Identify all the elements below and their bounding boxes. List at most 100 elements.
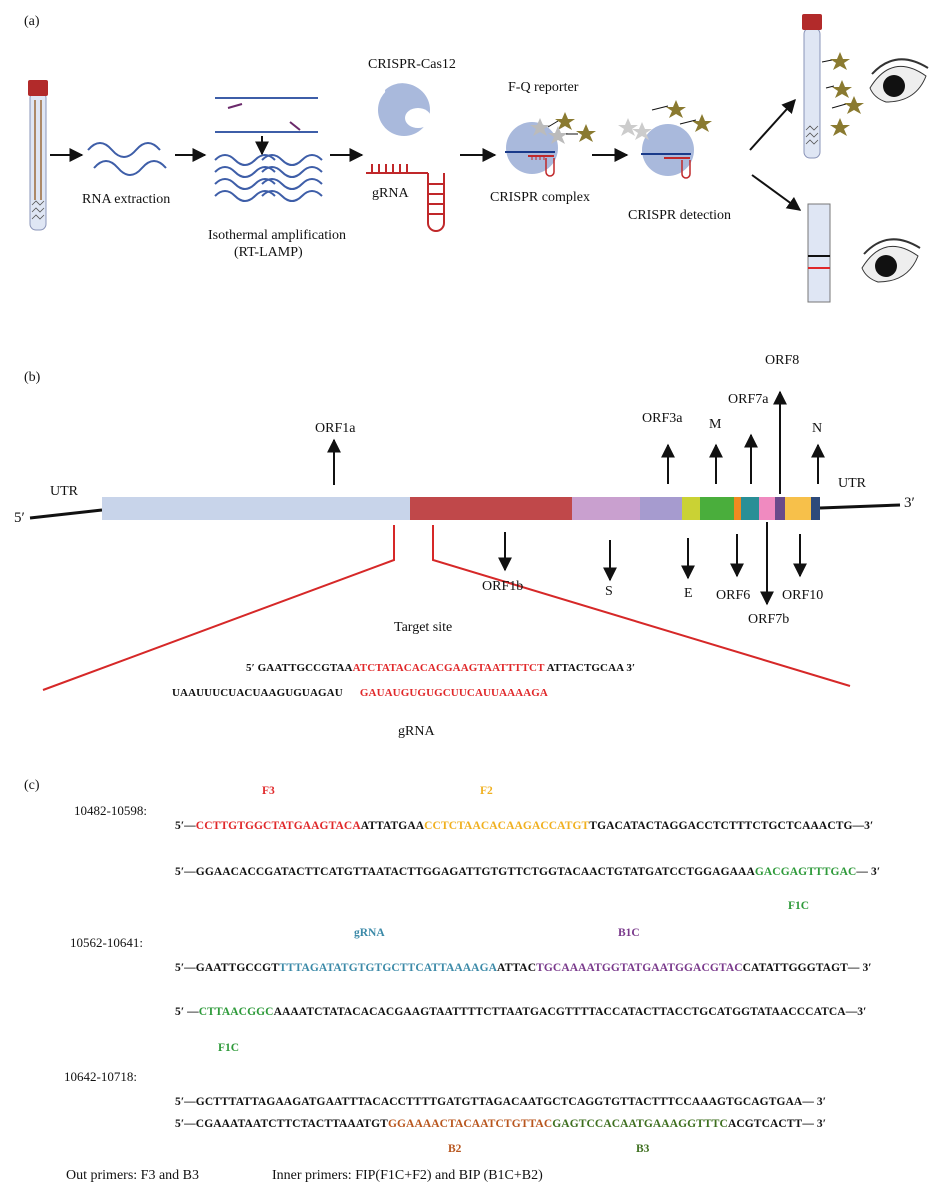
b2l1-end: CATATTGGGTAGT— 3′: [742, 962, 872, 974]
footer-out-primers: Out primers: F3 and B3: [66, 1168, 199, 1183]
target-sequence: 5′ GAATTGCCGTAAATCTATACACACGAAGTAATTTTCT…: [246, 662, 635, 674]
gene-label-e: E: [684, 586, 693, 601]
b1l1-end: TGACATACTAGGACCTCTTTCTGCTCAAACTG—3′: [589, 820, 874, 832]
gene-label-orf8: ORF8: [765, 353, 800, 368]
b1l1-f3: CCTTGTGGCTATGAAGTACA: [195, 820, 361, 832]
sample-tube-icon: [28, 80, 48, 231]
three-prime-label: 3′: [904, 495, 915, 511]
b3l2-b2: GGAAAACTACAATCTGTTAC: [387, 1118, 553, 1130]
gene-label-orf3a: ORF3a: [642, 411, 683, 426]
b3l2-end: ACGTCACTT— 3′: [727, 1118, 827, 1130]
crispr-complex-label: CRISPR complex: [490, 190, 590, 205]
reporter-stars-icon: [530, 112, 596, 144]
crispr-detection-label: CRISPR detection: [628, 208, 732, 223]
footer-inner-primers: Inner primers: FIP(F1C+F2) and BIP (B1C+…: [272, 1168, 543, 1183]
segment-orf3a: [640, 497, 682, 520]
gene-label-orf7b: ORF7b: [748, 612, 790, 627]
b2l2-start: 5′ —: [175, 1006, 199, 1018]
b3l2-b3: GAGTCCACAATGAAAGGTTTC: [552, 1118, 728, 1130]
target-site-label: Target site: [394, 620, 453, 635]
block2-line1: 5′—GAATTGCCGTTTTAGATATGTGTGCTTCATTAAAAGA…: [175, 962, 872, 974]
fq-reporter-label: F-Q reporter: [508, 80, 579, 95]
target-seq-prefix: 5′ GAATTGCCGTAA: [246, 662, 353, 674]
tag-b2: B2: [448, 1143, 462, 1155]
gene-label-orf1a: ORF1a: [315, 421, 356, 436]
tag-f1c-1: F1C: [788, 900, 810, 912]
five-prime-label: 5′: [14, 510, 25, 526]
grna-label-b: gRNA: [398, 724, 435, 739]
gene-label-m: M: [709, 417, 722, 432]
fluorescence-tube-icon: [802, 14, 864, 159]
rt-lamp-label: (RT-LAMP): [234, 245, 303, 260]
tag-b3: B3: [636, 1143, 650, 1155]
block2-line2: 5′ —CTTAACGGCAAAATCTATACACACGAAGTAATTTTC…: [175, 1006, 867, 1018]
genome-map: [29, 390, 901, 691]
eye-icon: [869, 58, 929, 103]
tag-f1c-2: F1C: [218, 1042, 240, 1054]
grna-label-a: gRNA: [372, 186, 409, 201]
b2l1-start: 5′—GAATTGCCGT: [175, 962, 279, 974]
tag-f2: F2: [480, 785, 493, 797]
block1-range: 10482-10598:: [74, 803, 147, 818]
b3l1-text: 5′—GCTTTATTAGAAGATGAATTTACACCTTTTGATGTTA…: [175, 1096, 827, 1108]
gene-label-orf1b: ORF1b: [482, 579, 524, 594]
segment-e: [682, 497, 700, 520]
block1-line1: 5′—CCTTGTGGCTATGAAGTACAATTATGAACCTCTAACA…: [175, 820, 873, 832]
panel-a-graphic: [28, 14, 929, 303]
cas12-protein-icon: [378, 83, 431, 136]
gene-label-orf7a: ORF7a: [728, 392, 769, 407]
block3-line1: 5′—GCTTTATTAGAAGATGAATTTACACCTTTTGATGTTA…: [175, 1096, 826, 1108]
cas12-label: CRISPR-Cas12: [368, 57, 456, 72]
segment-orf1b: [410, 497, 572, 520]
b1l1-f2: CCTCTAACACAAGACCATGT: [424, 820, 590, 832]
b1l2-start: 5′—GGAACACCGATACTTCATGTTAATACTTGGAGATTGT…: [175, 866, 755, 878]
gene-label-s: S: [605, 584, 613, 599]
tag-f3: F3: [262, 785, 275, 797]
b2l2-f1c: CTTAACGGC: [198, 1006, 274, 1018]
panel-a-label: (a): [24, 14, 40, 29]
panel-c-label: (c): [24, 778, 40, 793]
target-seq-highlight: ATCTATACACACGAAGTAATTTTCT: [352, 662, 545, 674]
grna-sequence: UAAUUUCUACUAAGUGUAGAU GAUAUGUGUGCUUCAUUA…: [172, 687, 548, 699]
gene-label-orf6: ORF6: [716, 588, 751, 603]
b1l2-end: — 3′: [856, 866, 881, 878]
b1l2-f1c: GACGAGTTTGAC: [754, 866, 857, 878]
crispr-detection-icon: [618, 100, 712, 179]
segment-orf7a: [741, 497, 759, 520]
grna-seq-prefix: UAAUUUCUACUAAGUGUAGAU: [172, 687, 343, 699]
segment-m: [700, 497, 734, 520]
b1l1-start: 5′—: [175, 820, 196, 832]
utr-left-label: UTR: [50, 484, 78, 499]
eye-icon-2: [861, 238, 921, 283]
rna-strand-icon: [87, 142, 167, 176]
gene-label-n: N: [812, 421, 823, 436]
b3l2-start: 5′—CGAAATAATCTTCTACTTAAATGT: [175, 1118, 388, 1130]
b1l1-mid: ATTATGAA: [360, 820, 425, 832]
block3-range: 10642-10718:: [64, 1069, 137, 1084]
lateral-flow-strip-icon: [807, 203, 831, 303]
grna-hairpin-icon: [366, 164, 445, 232]
b2l2-end: AAAATCTATACACACGAAGTAATTTTCTTAATGACGTTTT…: [273, 1006, 867, 1018]
segment-s: [572, 497, 640, 520]
b2l1-b1c: TGCAAAATGGTATGAATGGACGTAC: [536, 962, 743, 974]
segment-orf1a: [102, 497, 410, 520]
tag-b1c: B1C: [618, 927, 640, 939]
grna-seq-highlight: GAUAUGUGUGCUUCAUUAAAAGA: [359, 687, 548, 699]
utr-right-label: UTR: [838, 476, 866, 491]
block2-range: 10562-10641:: [70, 935, 143, 950]
segment-orf6: [734, 497, 741, 520]
segment-n: [811, 497, 820, 520]
target-seq-suffix: ATTACTGCAA 3′: [544, 662, 636, 674]
segment-orf7b: [759, 497, 775, 520]
gene-label-orf10: ORF10: [782, 588, 824, 603]
isothermal-label: Isothermal amplification: [208, 228, 347, 243]
b2l1-mid: ATTAC: [497, 962, 537, 974]
segment-orf10: [785, 497, 811, 520]
block1-line2: 5′—GGAACACCGATACTTCATGTTAATACTTGGAGATTGT…: [175, 866, 880, 878]
crispr-complex-icon: [505, 122, 558, 177]
block3-line2: 5′—CGAAATAATCTTCTACTTAAATGTGGAAAACTACAAT…: [175, 1118, 826, 1130]
rna-extraction-label: RNA extraction: [82, 192, 171, 207]
b2l1-grna: TTTAGATATGTGTGCTTCATTAAAAGA: [279, 962, 498, 974]
panel-b-label: (b): [24, 370, 41, 385]
segment-orf8: [775, 497, 785, 520]
